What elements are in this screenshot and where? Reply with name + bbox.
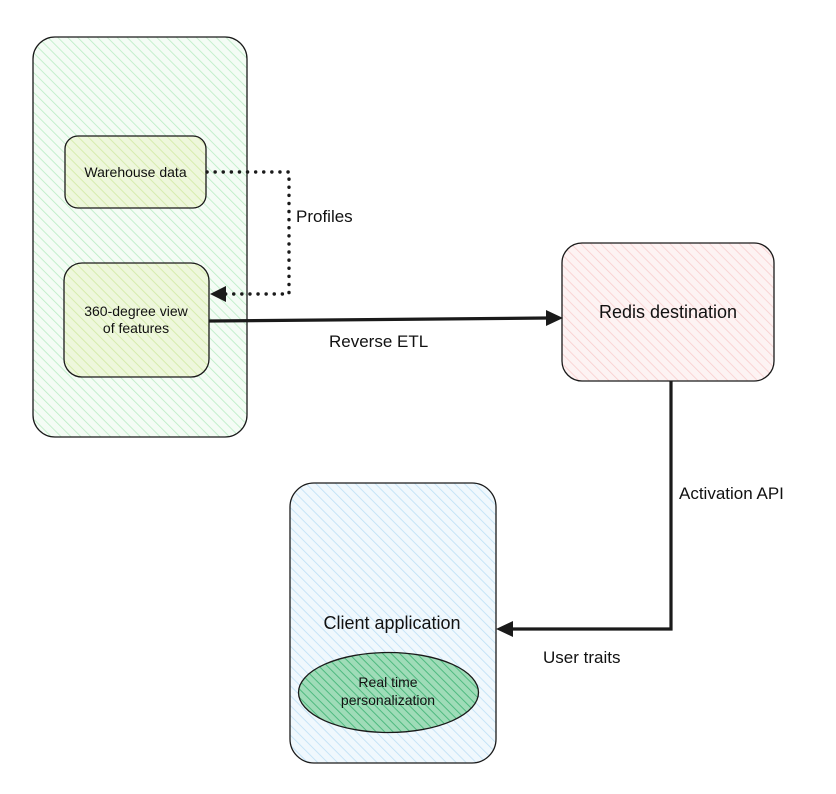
reverse-etl-arrowhead [546, 310, 563, 326]
reverse-etl-label: Reverse ETL [329, 332, 428, 351]
features-view-label-line1: 360-degree view [84, 303, 188, 319]
features-view-node[interactable]: 360-degree view of features [63, 262, 210, 378]
personalization-node[interactable]: Real time personalization [297, 651, 480, 734]
user-traits-label: User traits [543, 648, 620, 667]
redis-destination-node[interactable]: Redis destination [561, 242, 775, 382]
features-view-label-line2: of features [103, 320, 169, 336]
warehouse-data-label: Warehouse data [84, 164, 186, 180]
personalization-label-line2: personalization [341, 692, 435, 708]
reverse-etl-edge[interactable]: Reverse ETL [208, 310, 563, 351]
profiles-edge[interactable]: Profiles [205, 170, 353, 302]
client-application-label: Client application [323, 613, 460, 633]
profiles-arrowhead [210, 286, 226, 302]
activation-api-edge[interactable]: Activation API User traits [496, 381, 784, 667]
profiles-label: Profiles [296, 207, 353, 226]
redis-destination-label: Redis destination [599, 302, 737, 322]
personalization-label-line1: Real time [358, 674, 417, 690]
user-traits-arrowhead [496, 621, 513, 637]
warehouse-data-node[interactable]: Warehouse data [64, 135, 207, 209]
activation-api-label: Activation API [679, 484, 784, 503]
